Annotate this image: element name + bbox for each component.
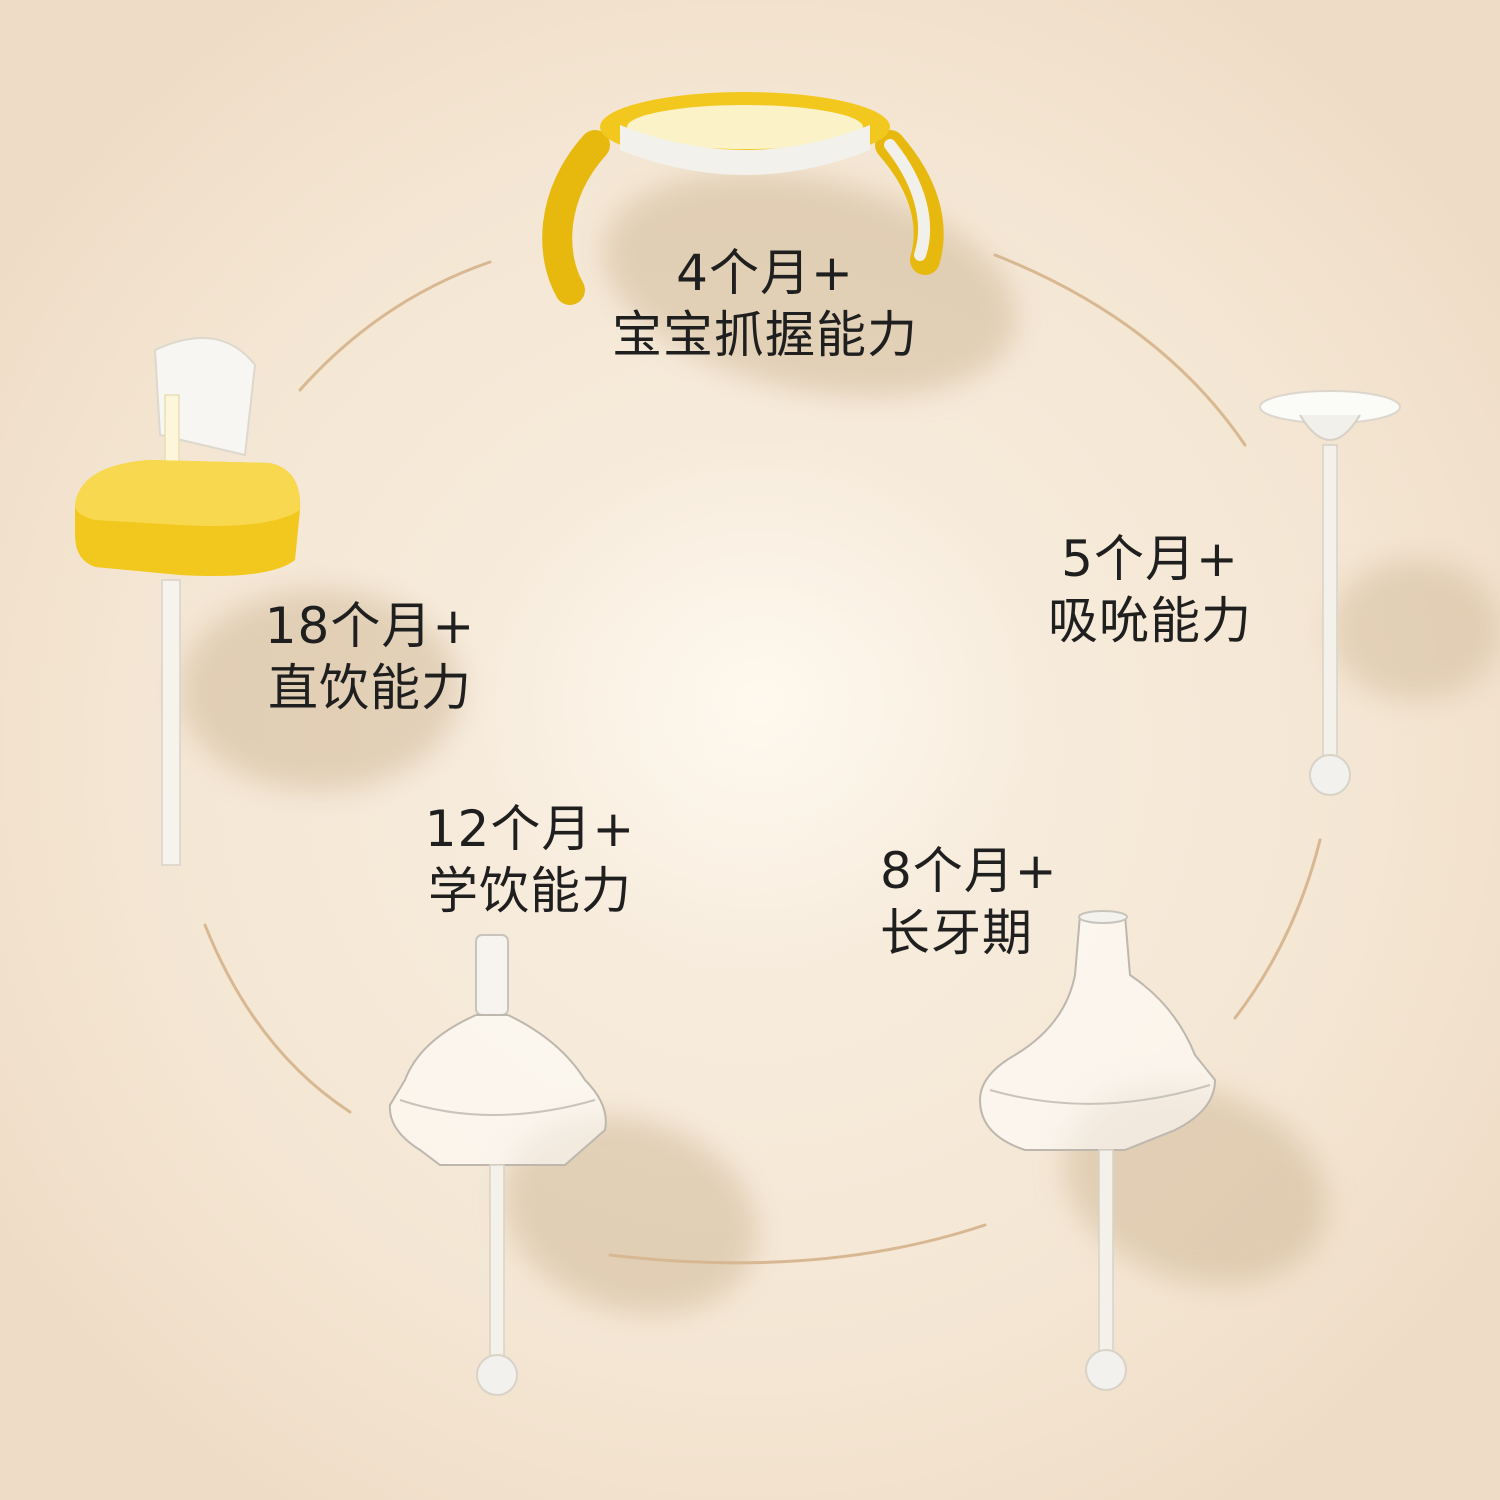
stage-teething-age: 8个月+ [880,842,1058,900]
flip-straw-lid-icon [75,337,301,866]
ring-arc-top-right [993,253,1247,447]
stage-grip-age: 4个月+ [676,244,854,302]
stage-direct-drink: 18个月+ 直饮能力 [240,595,500,719]
duckbill-spout-icon [978,910,1217,1391]
stage-teething: 8个月+ 长牙期 [880,840,1080,964]
nipple-shadow [1330,560,1500,700]
stage-suck-age: 5个月+ [1061,530,1239,588]
stage-learn-drink-age: 12个月+ [424,800,636,858]
ring-arc-bottom [608,1223,987,1265]
stage-grip-ability: 宝宝抓握能力 [612,306,918,364]
stage-learn-drink: 12个月+ 学饮能力 [405,798,655,922]
stage-direct-drink-age: 18个月+ [264,597,476,655]
lid-shadow [180,590,460,790]
stage-direct-drink-ability: 直饮能力 [268,659,472,717]
stage-learn-drink-ability: 学饮能力 [428,862,632,920]
stage-grip: 4个月+ 宝宝抓握能力 [585,242,945,366]
straw-nipple-icon [1259,390,1401,796]
stage-teething-ability: 长牙期 [880,904,1033,962]
ring-arc-right [1233,838,1322,1020]
ring-arc-left [203,923,352,1114]
stage-suck: 5个月+ 吸吮能力 [1030,528,1270,652]
straw-spout-icon [388,934,607,1396]
handle-icon [542,92,944,305]
ring-arc-top-left [298,260,492,392]
stage-suck-ability: 吸吮能力 [1048,592,1252,650]
